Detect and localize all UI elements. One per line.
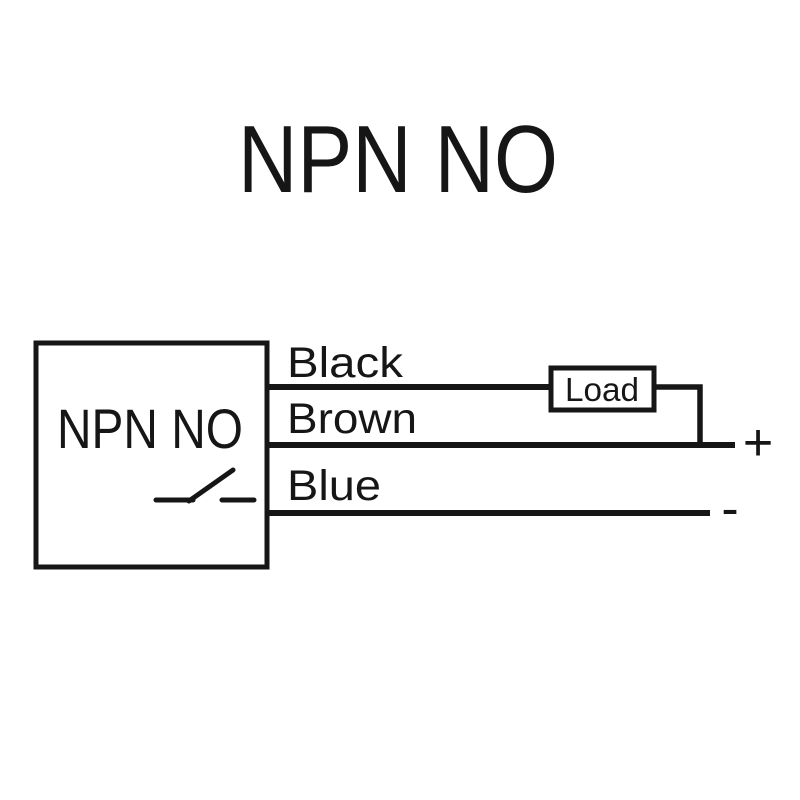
- wire-brown-label: Brown: [287, 395, 417, 443]
- switch-blade: [186, 467, 236, 504]
- wire-blue-label: Blue: [287, 462, 381, 510]
- diagram-title: NPN NO: [238, 106, 558, 213]
- load-box: [548, 365, 657, 413]
- normally-open-switch-symbol: [153, 467, 257, 504]
- sensor-box-label: NPN NO: [57, 397, 243, 460]
- load-label: Load: [565, 371, 639, 408]
- wire-black-label: Black: [287, 339, 404, 387]
- negative-terminal: -: [721, 480, 738, 538]
- sensor-box: [33, 340, 270, 570]
- load-to-positive-connector: [654, 384, 703, 445]
- positive-terminal: +: [743, 414, 773, 472]
